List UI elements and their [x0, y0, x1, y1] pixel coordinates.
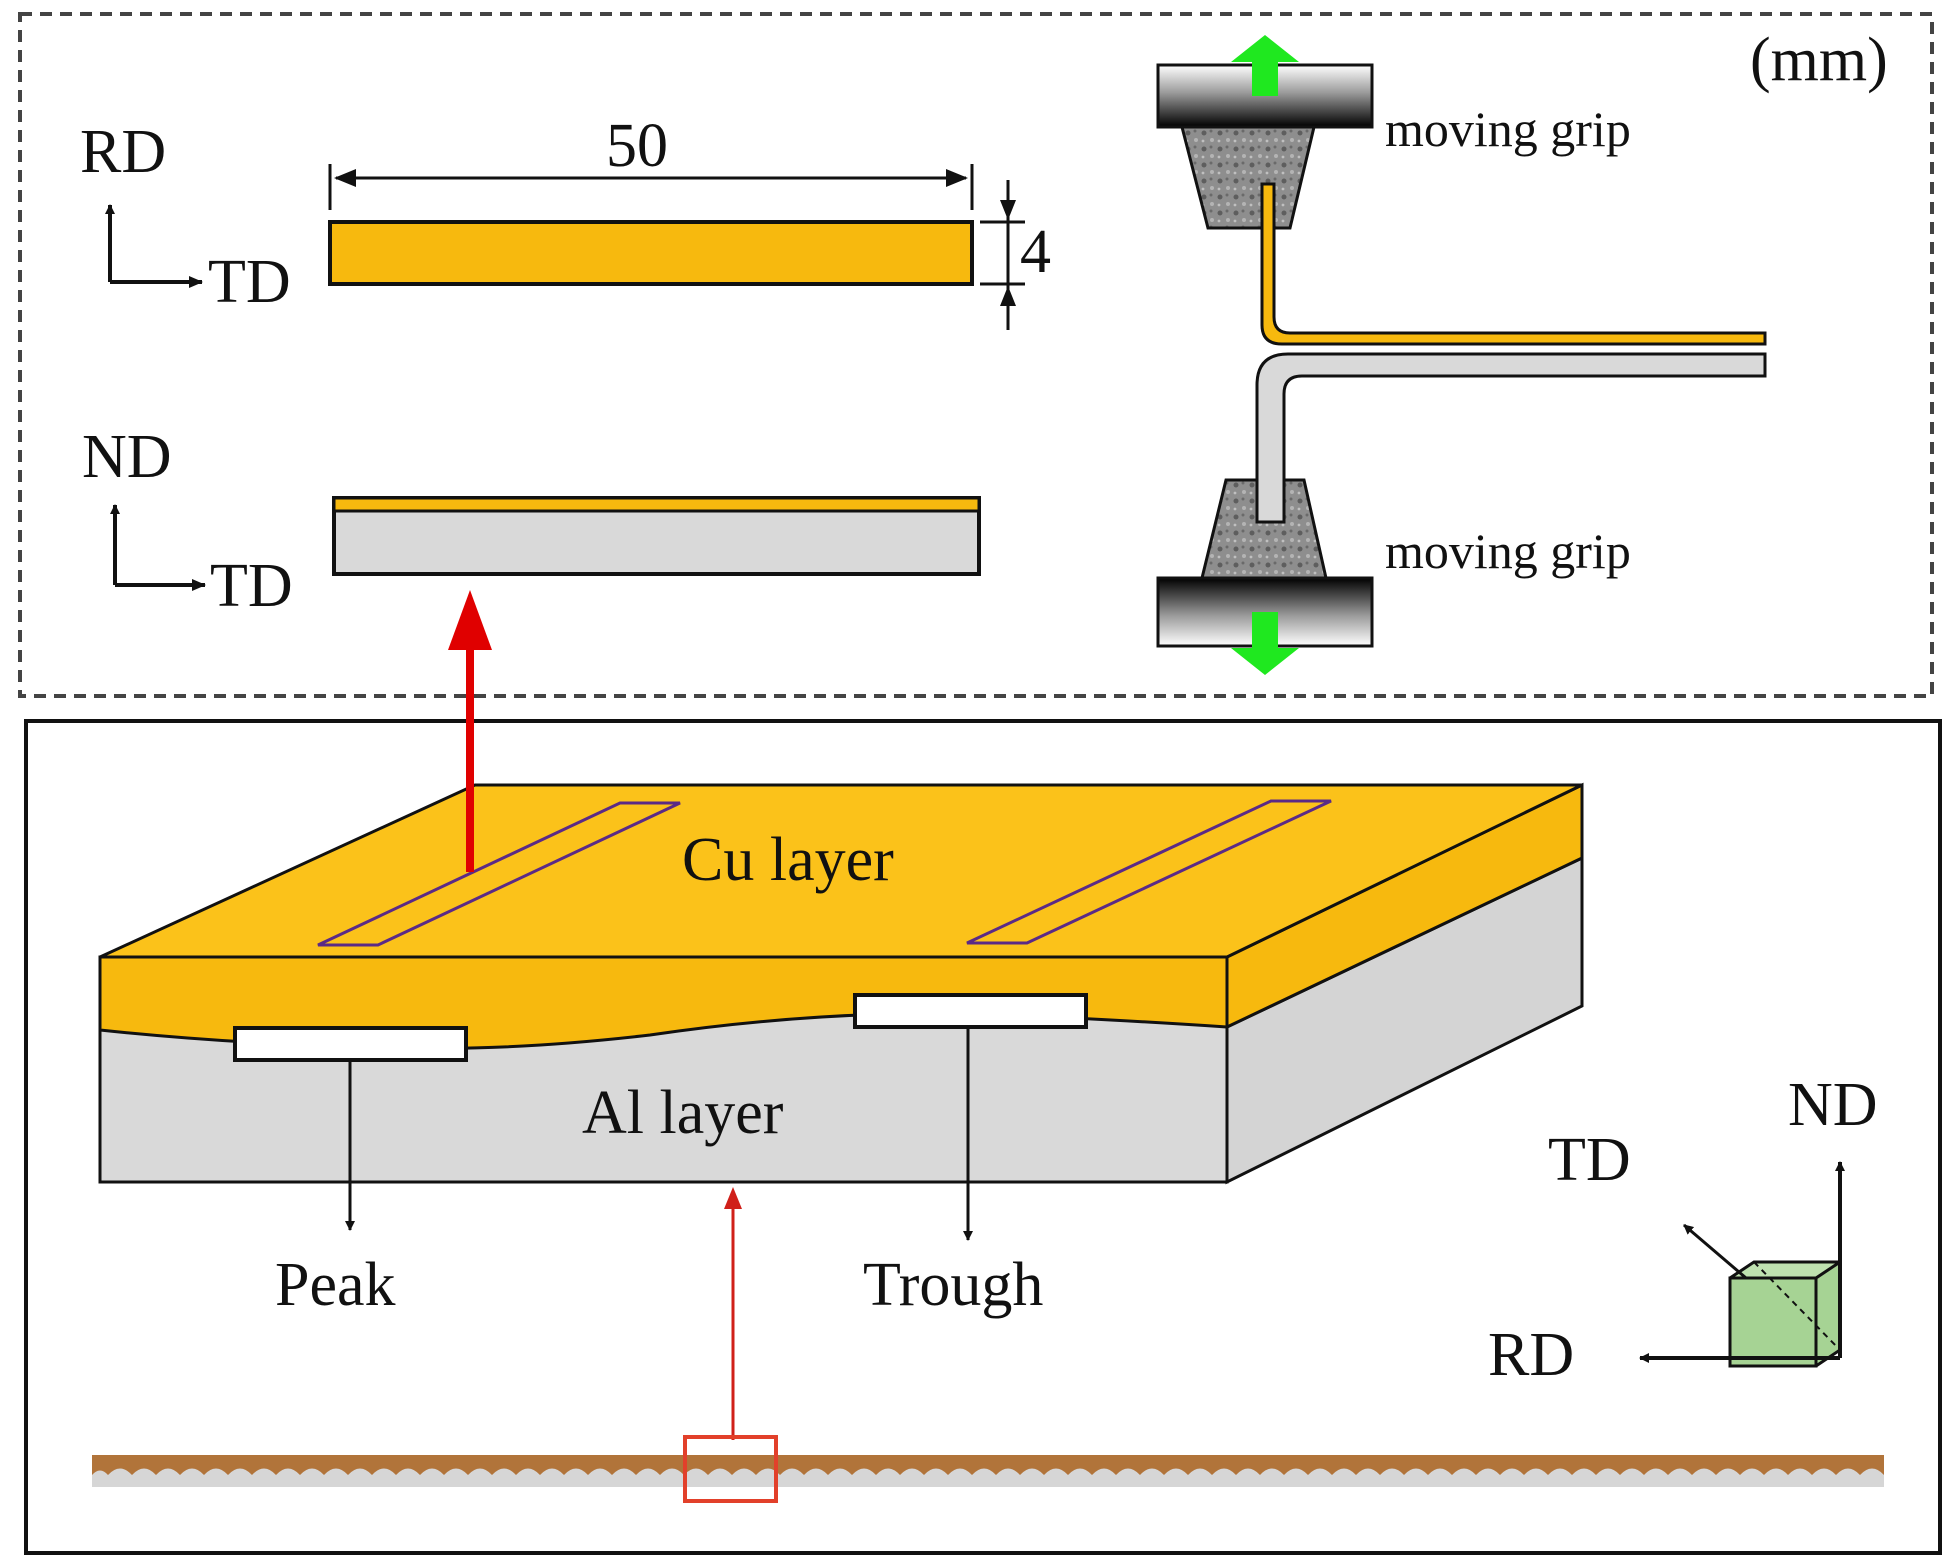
pull-down-arrow-icon	[1231, 612, 1299, 675]
top-view-axes: RD TD	[80, 118, 291, 316]
top-grip-jaw	[1180, 125, 1316, 230]
peel-specimen-cu	[1260, 182, 1767, 346]
top-axis-td-label: TD	[208, 248, 291, 316]
triad-rd-label: RD	[1488, 1321, 1574, 1389]
bottom-grip-label: moving grip	[1385, 523, 1631, 579]
orientation-triad: ND TD RD	[1488, 1071, 1878, 1389]
cu-layer-label: Cu layer	[682, 826, 894, 894]
side-axis-td-label: TD	[210, 552, 293, 620]
dimension-length-label: 50	[606, 112, 668, 180]
triad-td-label: TD	[1548, 1126, 1631, 1194]
unit-label: (mm)	[1750, 26, 1888, 94]
peak-label: Peak	[275, 1251, 396, 1319]
specimen-side-view	[332, 496, 981, 576]
clad-sheet-block: Cu layer Al layer	[98, 782, 1584, 1185]
specimen-top-view: 50 4	[328, 112, 1051, 330]
peak-callout: Peak	[275, 1060, 396, 1319]
dimension-width-label: 4	[1020, 218, 1051, 286]
side-view-axes: ND TD	[82, 423, 293, 620]
al-layer-label: Al layer	[582, 1079, 784, 1147]
side-axis-nd-label: ND	[82, 423, 172, 491]
peak-sample-window	[233, 1026, 468, 1062]
pull-up-arrow-icon	[1231, 35, 1299, 96]
top-panel-frame	[18, 12, 1934, 698]
zoom-highlight-box	[683, 1435, 778, 1503]
peel-specimen-al	[1255, 352, 1767, 524]
bottom-panel-frame	[24, 719, 1942, 1555]
top-axis-rd-label: RD	[80, 118, 166, 186]
tensile-grip-assembly: moving grip moving grip	[1156, 35, 1767, 675]
top-grip-label: moving grip	[1385, 101, 1631, 157]
sample-strip-right	[966, 799, 1332, 945]
extraction-arrow	[448, 590, 492, 872]
trough-label: Trough	[863, 1251, 1043, 1319]
wavy-interface-strip	[92, 1435, 1884, 1503]
zoom-arrow	[724, 1187, 742, 1440]
trough-sample-window	[853, 993, 1088, 1029]
triad-nd-label: ND	[1788, 1071, 1878, 1139]
sample-strip-left	[317, 801, 681, 947]
trough-callout: Trough	[863, 1027, 1043, 1319]
